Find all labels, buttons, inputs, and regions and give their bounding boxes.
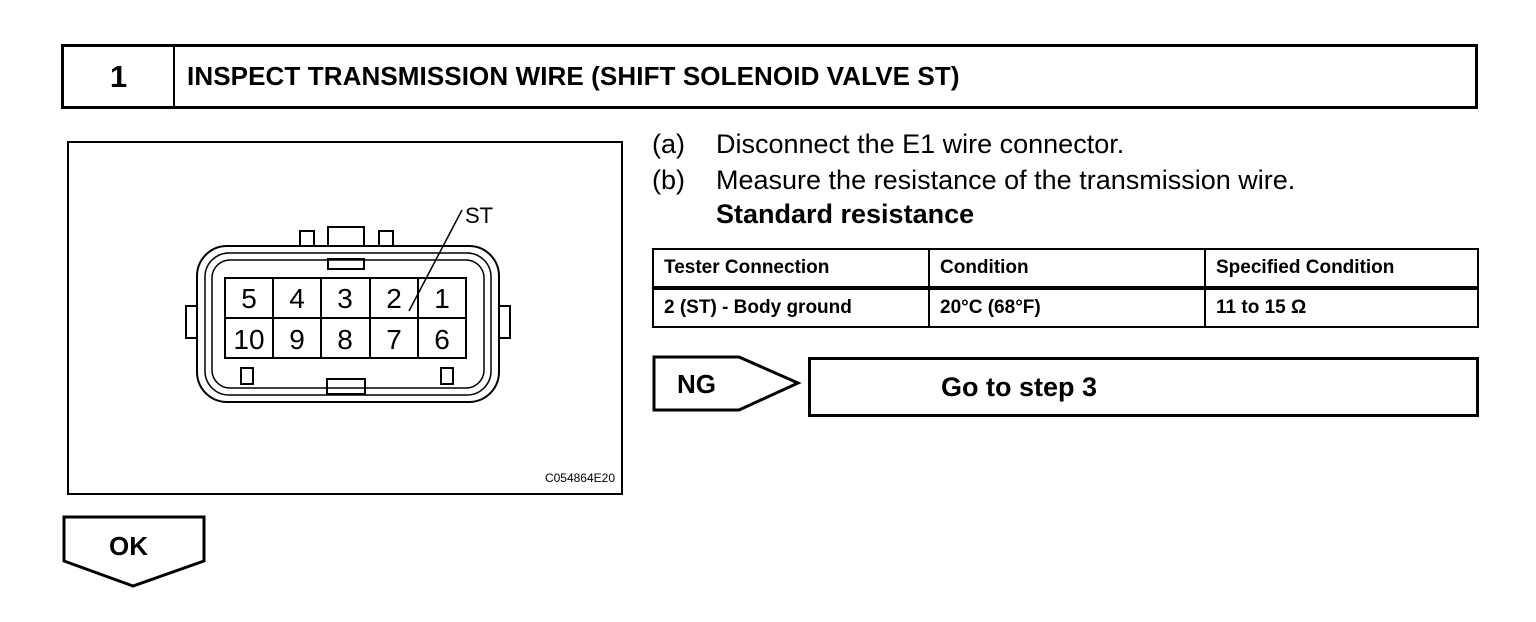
pin-4: 4 bbox=[289, 283, 305, 314]
pin-10: 10 bbox=[233, 324, 264, 355]
latch-tab-left bbox=[299, 230, 315, 247]
cell-condition: 20°C (68°F) bbox=[928, 287, 1206, 328]
ok-label: OK bbox=[109, 531, 148, 561]
table-row: 2 (ST) - Body ground 20°C (68°F) 11 to 1… bbox=[652, 287, 1479, 328]
pin-2: 2 bbox=[386, 283, 402, 314]
step-header: 1 INSPECT TRANSMISSION WIRE (SHIFT SOLEN… bbox=[61, 44, 1478, 109]
cell-tester-connection: 2 (ST) - Body ground bbox=[652, 287, 930, 328]
lock-left bbox=[240, 367, 254, 385]
cell-specified-condition: 11 to 15 Ω bbox=[1204, 287, 1479, 328]
instruction-label: (a) bbox=[652, 129, 685, 159]
side-ear-left bbox=[185, 305, 198, 339]
header-specified-condition: Specified Condition bbox=[1204, 248, 1479, 290]
step-title: INSPECT TRANSMISSION WIRE (SHIFT SOLENOI… bbox=[187, 61, 960, 91]
st-label: ST bbox=[465, 203, 493, 228]
pin-5: 5 bbox=[241, 283, 257, 314]
ok-arrow-shape bbox=[62, 515, 206, 588]
connector-figure: 5 4 3 2 1 10 9 8 7 6 ST C054864E20 bbox=[67, 141, 623, 495]
ng-action-box: Go to step 3 bbox=[808, 357, 1479, 417]
latch-tab-center bbox=[327, 226, 365, 247]
step-number: 1 bbox=[64, 47, 175, 106]
pin-8: 8 bbox=[337, 324, 353, 355]
st-leader-line bbox=[408, 209, 463, 312]
instruction-text: Measure the resistance of the transmissi… bbox=[716, 165, 1296, 195]
header-condition: Condition bbox=[928, 248, 1206, 290]
ng-arrow: NG bbox=[652, 355, 802, 420]
ng-label: NG bbox=[677, 369, 716, 399]
instruction-label: (b) bbox=[652, 165, 685, 195]
key-slot-top bbox=[327, 258, 365, 270]
pin-7: 7 bbox=[386, 324, 402, 355]
ng-arrow-shape bbox=[652, 355, 802, 412]
side-ear-right bbox=[498, 305, 511, 339]
connector-diagram: 5 4 3 2 1 10 9 8 7 6 ST bbox=[185, 203, 511, 403]
instruction-b: (b) Measure the resistance of the transm… bbox=[652, 165, 1295, 196]
ok-arrow: OK bbox=[62, 515, 208, 595]
instruction-a: (a) Disconnect the E1 wire connector. bbox=[652, 129, 1124, 160]
figure-code: C054864E20 bbox=[544, 471, 615, 485]
pin-9: 9 bbox=[289, 324, 305, 355]
lock-right bbox=[440, 367, 454, 385]
latch-tab-right bbox=[378, 230, 394, 247]
pin-6: 6 bbox=[434, 324, 450, 355]
spec-table: Tester Connection Condition Specified Co… bbox=[652, 248, 1479, 328]
table-header-row: Tester Connection Condition Specified Co… bbox=[652, 248, 1479, 290]
pin-1: 1 bbox=[434, 283, 450, 314]
key-slot-bottom bbox=[326, 378, 366, 395]
instruction-text: Disconnect the E1 wire connector. bbox=[716, 129, 1125, 159]
pin-3: 3 bbox=[337, 283, 353, 314]
standard-resistance-title: Standard resistance bbox=[716, 199, 975, 229]
header-tester-connection: Tester Connection bbox=[652, 248, 930, 290]
